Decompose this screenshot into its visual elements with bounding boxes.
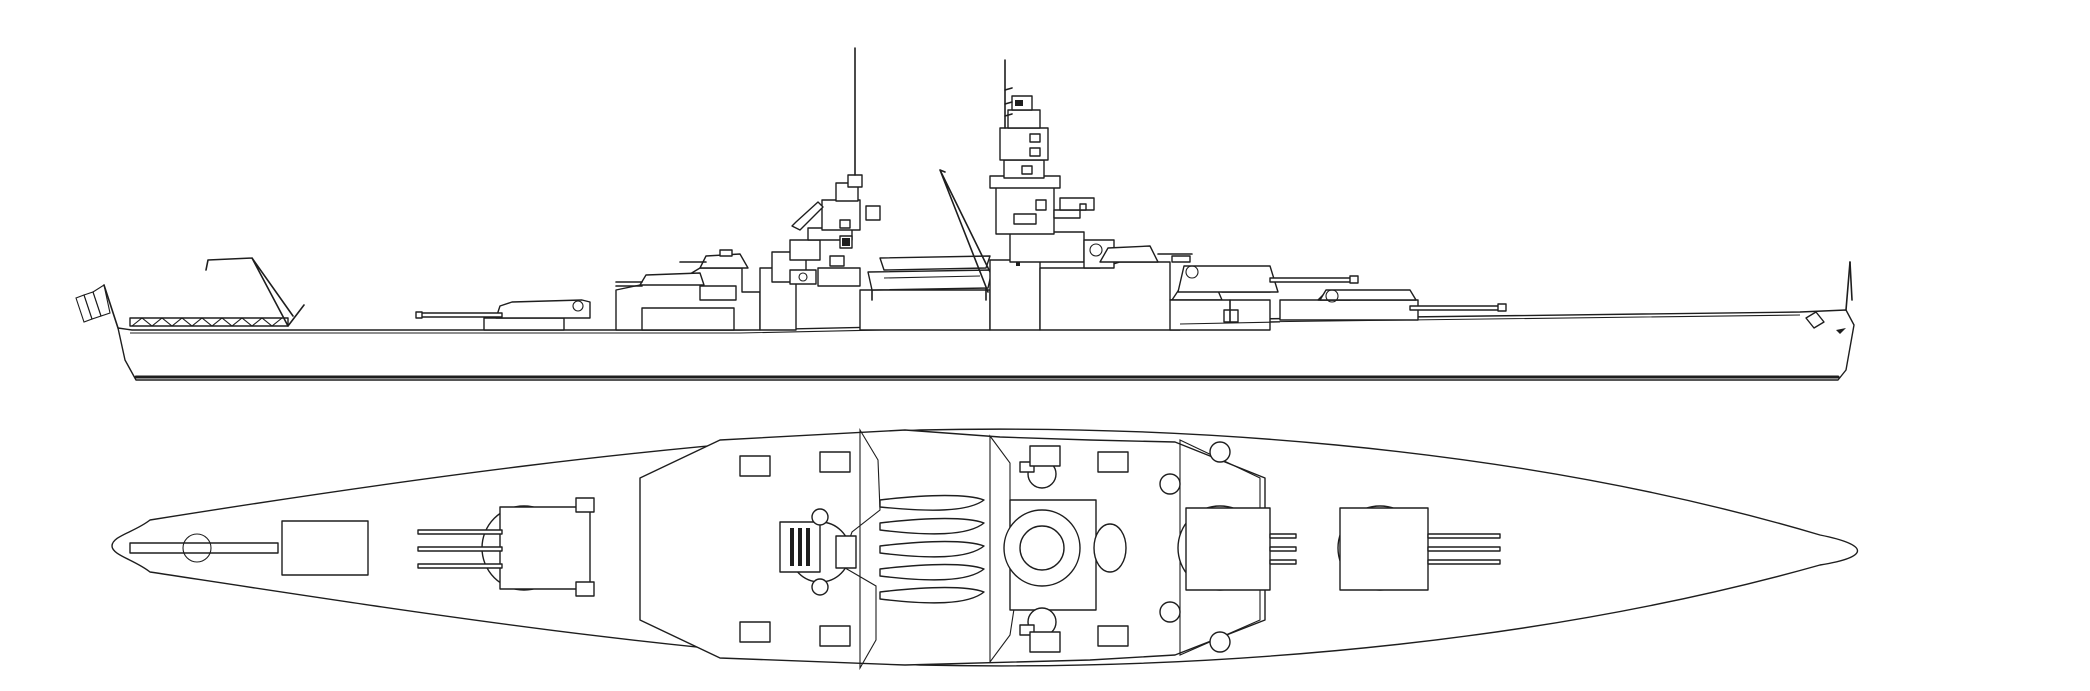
french-flag [75, 284, 119, 329]
after-secondary-turret-2 [679, 249, 749, 269]
aft-tower-plan [779, 508, 857, 596]
launch [879, 255, 991, 271]
plan-view [111, 428, 1858, 671]
bow [1805, 261, 1853, 334]
aft-main-turret-profile [415, 299, 591, 331]
amidships-boats [859, 169, 993, 331]
aft-tower [759, 47, 881, 331]
forecastle-sheer [1179, 321, 1281, 325]
aircraft-crane [205, 257, 305, 327]
gun-barrels [419, 312, 503, 318]
forward-main-turret-b-plan [1177, 505, 1297, 591]
aft-secondary-turret [615, 272, 705, 287]
turret-house [495, 299, 591, 319]
forward-superstructure [1039, 239, 1181, 331]
superstructure-plan [639, 428, 1266, 671]
forward-main-turret-a-profile [1279, 289, 1507, 321]
boat-crane [939, 169, 993, 293]
flag-red [92, 284, 111, 317]
catapult-plan [129, 520, 369, 576]
profile-view [75, 47, 1855, 381]
anchor-icon [1805, 311, 1825, 329]
forward-tower-plan [1003, 459, 1127, 637]
aft-catapult [129, 257, 305, 327]
forward-main-turret-b-profile [1169, 265, 1359, 331]
flag-white [83, 291, 102, 320]
forward-secondary-turret [1099, 245, 1193, 263]
forward-main-turret-a-plan [1337, 505, 1501, 591]
barbette [483, 317, 565, 331]
aft-director [789, 201, 824, 285]
side-mounts [739, 441, 1231, 653]
flag-blue [75, 294, 93, 323]
aft-main-turret-plan [417, 497, 595, 597]
hangar-hatch [281, 520, 369, 576]
